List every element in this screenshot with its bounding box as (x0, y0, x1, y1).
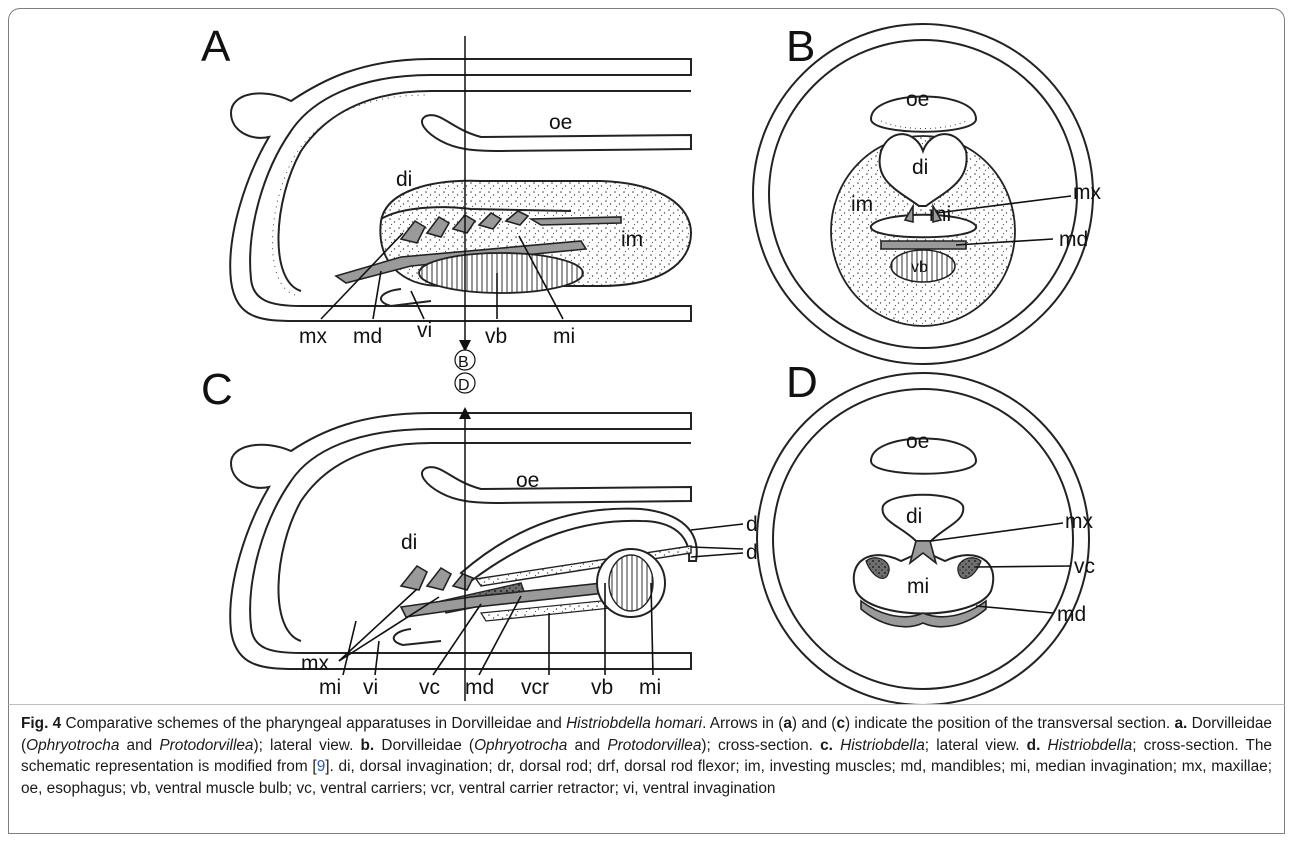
label-vcr-c: vcr (521, 676, 549, 699)
label-di-b: di (912, 156, 928, 179)
label-md-c: md (465, 676, 494, 699)
ventral-bulb-c (609, 555, 653, 611)
esophagus-c (422, 467, 691, 503)
pharynx-schematic: A oe im di B (8, 8, 1285, 705)
label-vi-a: vi (417, 319, 432, 342)
label-md-a: md (353, 325, 382, 348)
label-oe-b: oe (906, 88, 929, 111)
caption-species: Histriobdella homari (566, 715, 702, 732)
label-vb-a: vb (485, 325, 507, 348)
caption-b-label: b. (361, 737, 375, 754)
panel-c: C oe di D dr drf mx mi vi (201, 365, 771, 701)
caption-genus: Protodorvillea (607, 737, 701, 754)
label-mi2-c: mi (639, 676, 661, 699)
caption-text: Comparative schemes of the pharyngeal ap… (61, 715, 566, 732)
panel-a: A oe im di B (201, 22, 691, 371)
caption-text: ) and ( (792, 715, 837, 732)
label-mx-a: mx (299, 325, 327, 348)
label-mx-d: mx (1065, 510, 1093, 533)
label-di-a: di (396, 168, 412, 191)
panel-d: D oe di mi mx vc md (757, 358, 1095, 705)
label-vc-d: vc (1074, 555, 1095, 578)
label-vb-b: vb (911, 259, 928, 276)
label-mi-d: mi (907, 575, 929, 598)
caption-genus: Histriobdella (833, 737, 925, 754)
panel-b: B oe di mi vb im mx md (753, 22, 1101, 364)
caption-text: . Arrows in ( (702, 715, 783, 732)
caption-genus: Ophryotrocha (26, 737, 119, 754)
label-vc-c: vc (419, 676, 440, 699)
label-di-d: di (906, 505, 922, 528)
label-oe-c: oe (516, 469, 539, 492)
ventral-invagination-a (381, 289, 431, 306)
caption-ref-c: c (836, 715, 845, 732)
panel-letter-d: D (786, 358, 818, 407)
panel-letter-b: B (786, 22, 815, 71)
label-mi-a: mi (553, 325, 575, 348)
label-im-b: im (851, 193, 873, 216)
caption-text: and (567, 737, 607, 754)
caption-text: ); lateral view. (254, 737, 361, 754)
label-oe-a: oe (549, 111, 572, 134)
label-mi-c: mi (319, 676, 341, 699)
section-marker-d: D (458, 377, 470, 394)
caption-text: Dorvilleidae ( (374, 737, 474, 754)
figure-caption: Fig. 4 Comparative schemes of the pharyn… (8, 704, 1285, 834)
section-marker-b: B (458, 354, 469, 371)
reference-link[interactable]: 9 (317, 758, 326, 775)
label-md-d: md (1057, 603, 1086, 626)
caption-ref-a: a (783, 715, 792, 732)
label-mx-b: mx (1073, 181, 1101, 204)
ventral-bulb-a (419, 253, 583, 293)
caption-c-label: c. (820, 737, 833, 754)
caption-text: and (119, 737, 159, 754)
caption-genus: Ophryotrocha (474, 737, 567, 754)
caption-a-label: a. (1174, 715, 1187, 732)
mandibles-b (881, 241, 966, 249)
caption-genus: Histriobdella (1040, 737, 1132, 754)
body-wall-c (230, 413, 691, 669)
label-di-c: di (401, 531, 417, 554)
label-vb-c: vb (591, 676, 613, 699)
label-oe-d: oe (906, 430, 929, 453)
caption-text: ); cross-section. (701, 737, 820, 754)
label-mx-c: mx (301, 652, 329, 675)
ventral-invagination-c (394, 629, 441, 645)
figure-panel: A oe im di B (8, 8, 1285, 705)
caption-text: ; lateral view. (925, 737, 1027, 754)
maxillae-c (401, 566, 473, 590)
caption-d-label: d. (1027, 737, 1041, 754)
label-vi-c: vi (363, 676, 378, 699)
label-md-b: md (1059, 228, 1088, 251)
caption-text: ) indicate the position of the transvers… (845, 715, 1174, 732)
median-invagination-b (871, 215, 976, 238)
panel-letter-c: C (201, 365, 233, 414)
caption-fig-label: Fig. 4 (21, 715, 61, 732)
panel-letter-a: A (201, 22, 231, 71)
caption-genus: Protodorvillea (159, 737, 253, 754)
label-im-a: im (621, 228, 643, 251)
